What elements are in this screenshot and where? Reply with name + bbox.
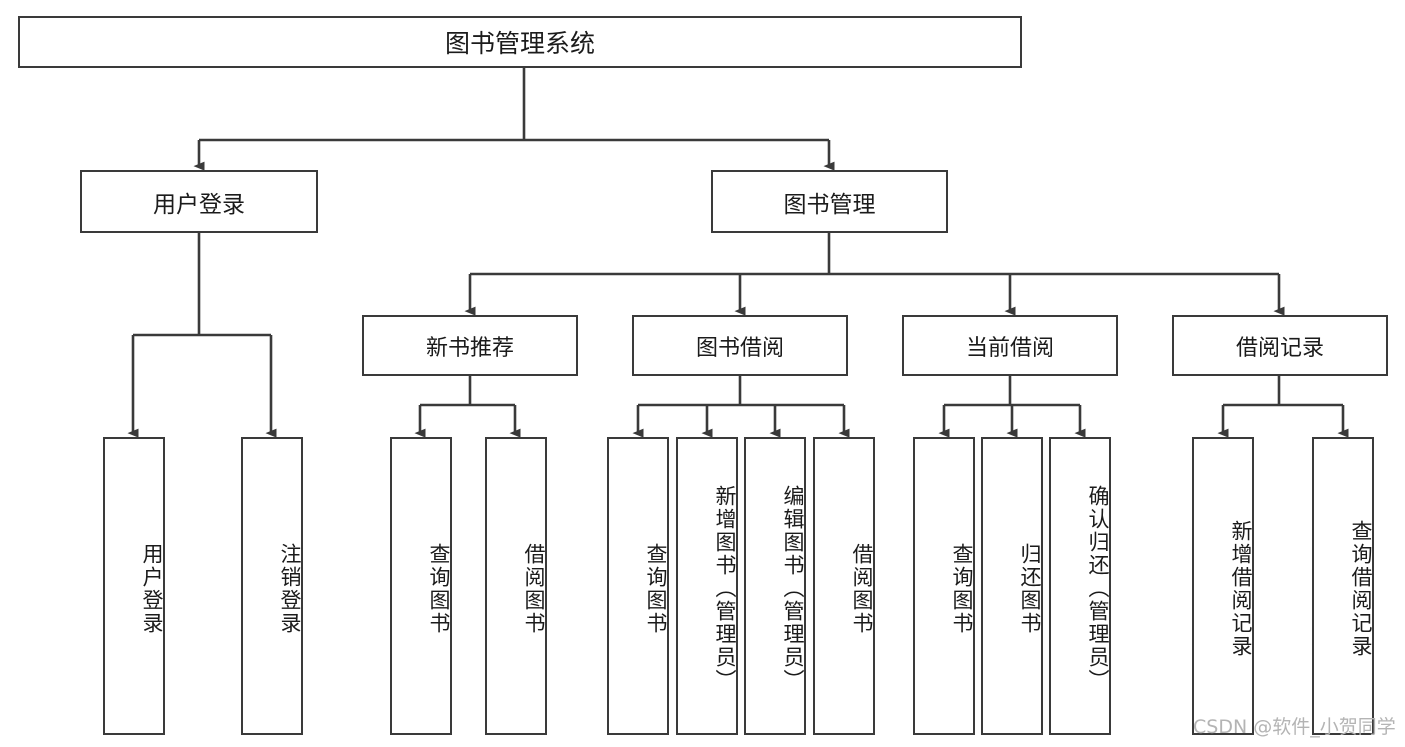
- node-book-manage[interactable]: 图书管理: [711, 170, 948, 233]
- leaf-logout[interactable]: 注销登录: [241, 437, 303, 735]
- node-book-borrow[interactable]: 图书借阅: [632, 315, 848, 376]
- leaf-user-login[interactable]: 用户登录: [103, 437, 165, 735]
- leaf-return-book[interactable]: 归还图书: [981, 437, 1043, 735]
- leaf-query-borrow-record[interactable]: 查询借阅记录: [1312, 437, 1374, 735]
- csdn-watermark: CSDN @软件_小贺同学: [1193, 716, 1396, 738]
- leaf-query-book-borrow[interactable]: 查询图书: [607, 437, 669, 735]
- leaf-borrow-book-recommend[interactable]: 借阅图书: [485, 437, 547, 735]
- node-borrow-record[interactable]: 借阅记录: [1172, 315, 1388, 376]
- node-user-login[interactable]: 用户登录: [80, 170, 318, 233]
- node-new-book-recommend[interactable]: 新书推荐: [362, 315, 578, 376]
- leaf-confirm-return[interactable]: 确认归还（管理员）: [1049, 437, 1111, 735]
- leaf-add-book[interactable]: 新增图书（管理员）: [676, 437, 738, 735]
- leaf-query-book-recommend[interactable]: 查询图书: [390, 437, 452, 735]
- node-current-borrow[interactable]: 当前借阅: [902, 315, 1118, 376]
- leaf-query-book-current[interactable]: 查询图书: [913, 437, 975, 735]
- leaf-edit-book[interactable]: 编辑图书（管理员）: [744, 437, 806, 735]
- node-root[interactable]: 图书管理系统: [18, 16, 1022, 68]
- leaf-borrow-book[interactable]: 借阅图书: [813, 437, 875, 735]
- leaf-add-borrow-record[interactable]: 新增借阅记录: [1192, 437, 1254, 735]
